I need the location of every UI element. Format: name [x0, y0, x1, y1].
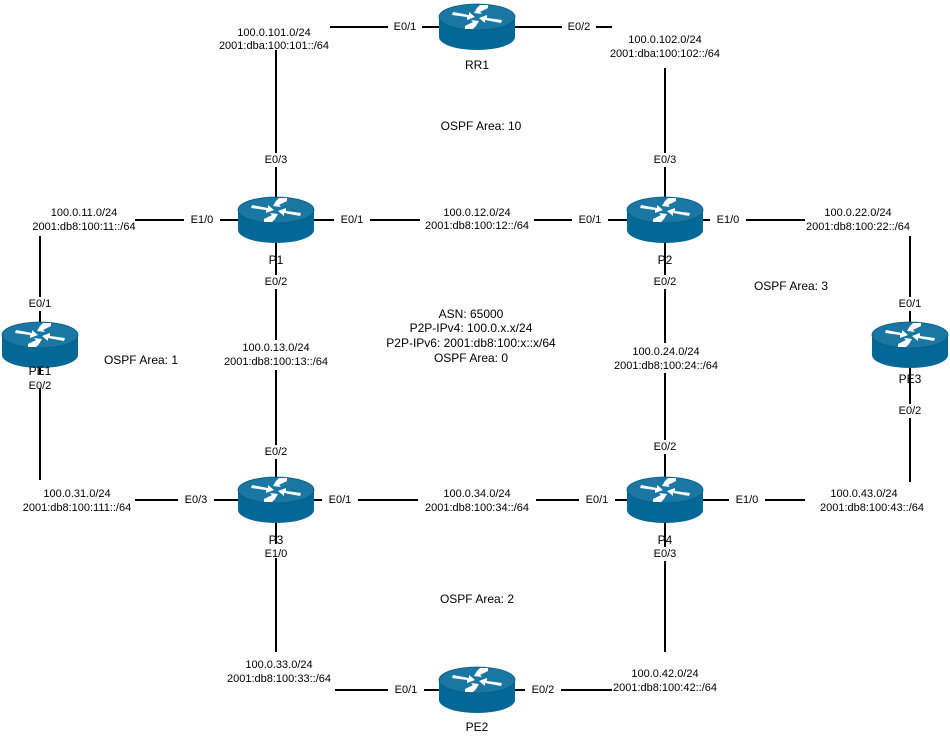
- interface-label: E0/1: [341, 214, 364, 226]
- subnet-v6: 2001:db8:100:13::/64: [224, 356, 328, 368]
- subnet-v4: 100.0.22.0/24: [824, 207, 891, 219]
- ospf-area-10-label: OSPF Area: 10: [441, 119, 522, 133]
- interface-label: E1/0: [191, 214, 214, 226]
- subnet-v4: 100.0.42.0/24: [631, 668, 698, 680]
- interface-label: E0/1: [329, 494, 352, 506]
- subnet-v6: 2001:dba:100:102::/64: [610, 48, 720, 60]
- interface-label: E0/2: [532, 684, 555, 696]
- subnet-v4: 100.0.31.0/24: [43, 488, 110, 500]
- interface-label: E0/2: [568, 21, 591, 33]
- router-icon-rr1[interactable]: [438, 3, 516, 51]
- subnet-labels: 100.0.101.0/24 2001:dba:100:101::/64 100…: [23, 27, 924, 694]
- interface-label: E0/2: [265, 276, 288, 288]
- router-label-pe2: PE2: [466, 720, 489, 734]
- core-info: ASN: 65000 P2P-IPv4: 100.0.x.x/24 P2P-IP…: [386, 307, 556, 365]
- subnet-v4: 100.0.101.0/24: [237, 27, 310, 39]
- router-label-p3: P3: [269, 533, 284, 547]
- subnet-v6: 2001:db8:100:12::/64: [425, 220, 529, 232]
- router-icon-p1[interactable]: [237, 196, 315, 244]
- interface-label: E0/3: [654, 548, 677, 560]
- interface-label: E1/0: [736, 494, 759, 506]
- subnet-v4: 100.0.43.0/24: [830, 488, 897, 500]
- interface-label: E0/1: [579, 214, 602, 226]
- interface-label: E0/1: [899, 298, 922, 310]
- subnet-v6: 2001:db8:100:43::/64: [820, 502, 924, 514]
- subnet-v4: 100.0.11.0/24: [51, 207, 117, 219]
- router-label-p1: P1: [269, 253, 284, 267]
- p2p-ipv6-label: P2P-IPv6: 2001:db8:100:x::x/64: [386, 336, 556, 350]
- subnet-v4: 100.0.24.0/24: [632, 346, 699, 358]
- router-icon-p3[interactable]: [237, 476, 315, 524]
- interface-label: E0/3: [265, 154, 288, 166]
- interface-label: E0/2: [654, 276, 677, 288]
- interface-label: E0/3: [185, 494, 208, 506]
- interface-label: E1/0: [265, 548, 288, 560]
- router-icon-pe3[interactable]: [871, 321, 949, 369]
- ospf-area-1-label: OSPF Area: 1: [104, 353, 178, 367]
- subnet-v6: 2001:dba:100:101::/64: [219, 40, 329, 52]
- interface-label: E0/1: [29, 298, 52, 310]
- interface-label: E0/1: [586, 494, 609, 506]
- interface-label: E0/2: [29, 380, 52, 392]
- subnet-v6: 2001:db8:100:34::/64: [425, 502, 529, 514]
- subnet-v4: 100.0.12.0/24: [443, 207, 510, 219]
- p2p-ipv4-label: P2P-IPv4: 100.0.x.x/24: [410, 321, 533, 335]
- subnet-v6: 2001:db8:100:11::/64: [32, 221, 135, 233]
- router-icon-pe1[interactable]: [1, 321, 79, 369]
- interface-label: E0/2: [265, 446, 288, 458]
- interface-label: E0/3: [654, 154, 677, 166]
- router-label-pe1: PE1: [29, 364, 52, 378]
- subnet-v6: 2001:db8:100:42::/64: [613, 682, 717, 694]
- interface-labels: E0/1 E0/3 E0/2 E0/3 E0/1 E0/1 E1/0 E0/1 …: [29, 21, 922, 696]
- subnet-v4: 100.0.13.0/24: [242, 342, 309, 354]
- interface-label: E0/1: [394, 21, 417, 33]
- subnet-v6: 2001:db8:100:22::/64: [806, 221, 910, 233]
- subnet-v6: 2001:db8:100:33::/64: [227, 673, 331, 685]
- router-icon-p2[interactable]: [626, 196, 704, 244]
- subnet-v4: 100.0.33.0/24: [245, 659, 312, 671]
- subnet-v6: 2001:db8:100:111::/64: [23, 502, 131, 514]
- router-label-rr1: RR1: [465, 58, 489, 72]
- asn-label: ASN: 65000: [439, 307, 504, 321]
- router-label-p2: P2: [658, 253, 673, 267]
- interface-label: E1/0: [717, 214, 740, 226]
- ospf-area-2-label: OSPF Area: 2: [440, 592, 514, 606]
- subnet-v6: 2001:db8:100:24::/64: [614, 360, 718, 372]
- router-label-pe3: PE3: [899, 372, 922, 386]
- interface-label: E0/1: [395, 684, 418, 696]
- ospf-area-0-label: OSPF Area: 0: [434, 351, 508, 365]
- router-icon-pe2[interactable]: [438, 666, 516, 714]
- router-label-p4: P4: [658, 533, 673, 547]
- subnet-v4: 100.0.34.0/24: [443, 488, 510, 500]
- subnet-v4: 100.0.102.0/24: [628, 34, 701, 46]
- interface-label: E0/2: [654, 441, 677, 453]
- interface-label: E0/2: [899, 405, 922, 417]
- ospf-area-3-label: OSPF Area: 3: [754, 279, 828, 293]
- router-icon-p4[interactable]: [626, 476, 704, 524]
